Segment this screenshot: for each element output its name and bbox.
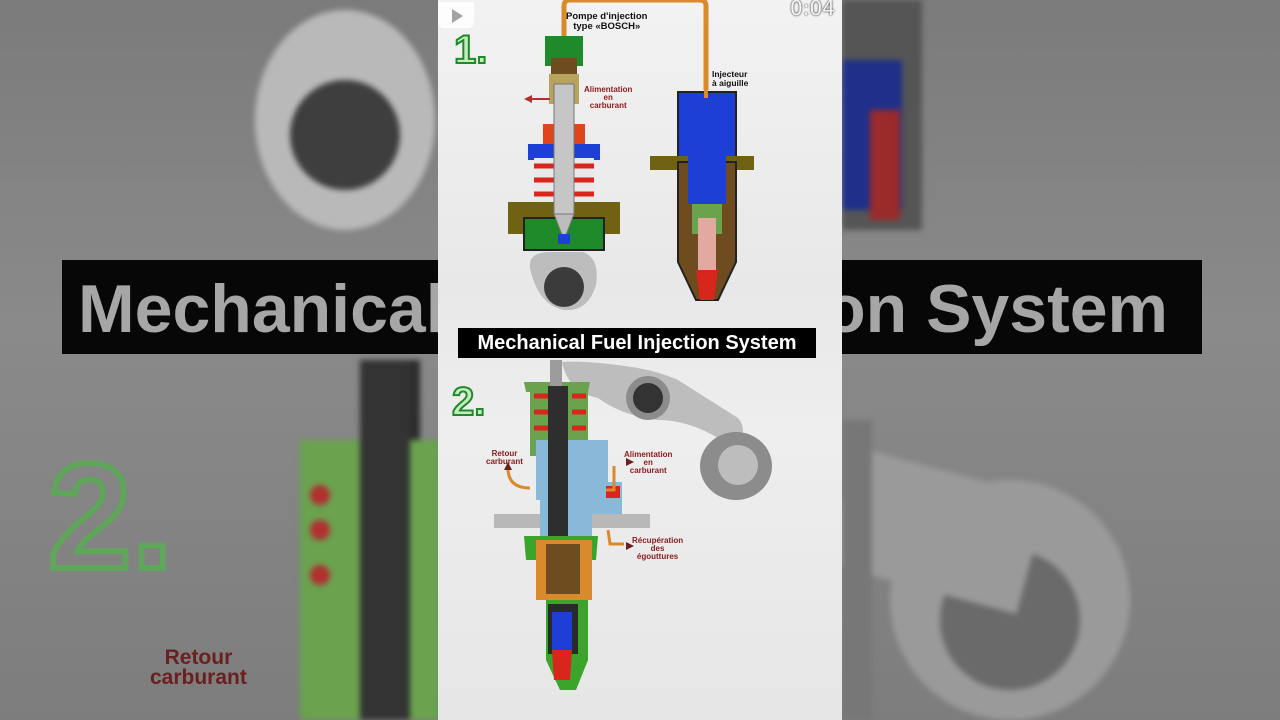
pump-label: Pompe d'injection type «BOSCH» — [566, 11, 648, 32]
diagram-1-feed-label: Alimentation en carburant — [584, 85, 633, 110]
diagram-2-feed-label: Alimentation en carburant — [624, 450, 673, 475]
video-timestamp: 0:04 — [790, 0, 835, 20]
background-number: 2. — [45, 429, 176, 603]
diagram-2-number: 2. — [451, 379, 486, 425]
diagram-1-injector — [650, 78, 754, 301]
background-banner-right-text: on System — [824, 271, 1168, 347]
background-banner-left-text: Mechanical — [78, 271, 445, 347]
diagram-1-number: 1. — [453, 27, 488, 73]
injector-label: Injecteur à aiguille — [712, 69, 749, 88]
play-icon — [452, 9, 463, 23]
play-button[interactable] — [438, 2, 474, 28]
injection-diagrams — [494, 0, 772, 690]
background-retour-label: Retour carburant — [150, 646, 247, 689]
recovery-label: Récupération des égouttures — [632, 536, 684, 561]
diagram-2-injector-assembly — [494, 360, 772, 690]
video-title-text: Mechanical Fuel Injection System — [477, 331, 797, 354]
diagram-1-pump — [508, 0, 709, 311]
return-label: Retour carburant — [486, 449, 523, 466]
video-frame[interactable]: 1. 2. Pompe d'injection type «BOSCH» Inj… — [438, 0, 842, 720]
video-title-caption: Mechanical Fuel Injection System — [458, 328, 816, 358]
